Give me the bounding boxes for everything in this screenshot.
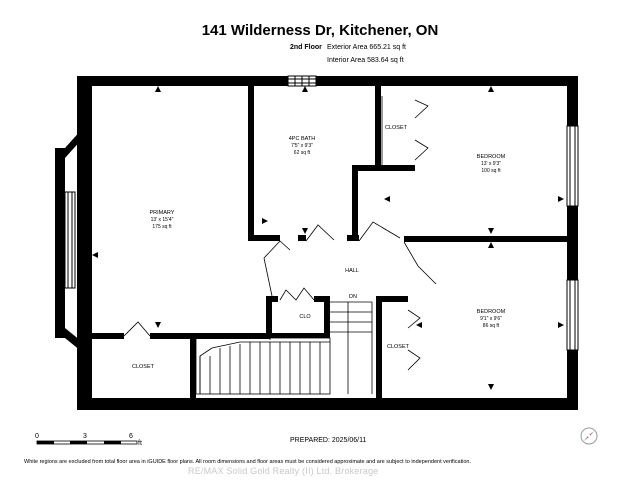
- bath-right-wall: [375, 86, 381, 170]
- door-closet-bottom-a: [407, 309, 421, 329]
- room-dims-bath: 7'5" x 9'3": [291, 143, 313, 149]
- room-name-bath: 4PC BATH: [289, 136, 316, 142]
- wall-left: [77, 76, 92, 410]
- floor-label: 2nd Floor: [290, 44, 322, 51]
- interior-area: Interior Area 583.64 sq ft: [327, 57, 404, 64]
- scale-unit: ft: [138, 440, 142, 447]
- clo-left-wall: [266, 296, 272, 338]
- scale-tick-3: 3: [83, 433, 87, 440]
- door-bed1: [358, 221, 401, 242]
- door-closet-top-a: [414, 99, 429, 119]
- stairs: [195, 301, 373, 395]
- wall-top: [77, 76, 577, 86]
- doors: [123, 96, 437, 371]
- scale-seg-3: [104, 441, 121, 444]
- bath-notch-wall: [352, 165, 381, 171]
- window-bedroom-1: [566, 125, 579, 207]
- dimension-markers: [92, 86, 564, 390]
- bath-bottom-wall-a: [248, 235, 280, 241]
- clo-right-wall: [324, 296, 330, 338]
- wall-bottom: [77, 398, 578, 410]
- primary-bottom-wall-a: [92, 333, 124, 339]
- room-name-bedroom-2: BEDROOM: [477, 309, 506, 315]
- bath-bottom-wall-b: [298, 235, 306, 241]
- closet-top-wall: [375, 165, 415, 171]
- closet-left-wall: [190, 333, 196, 403]
- room-area-bedroom-1: 100 sq ft: [481, 168, 501, 174]
- scale-seg-2: [70, 441, 87, 444]
- scale-seg-1: [37, 441, 54, 444]
- bedroom-divider-wall: [404, 236, 567, 242]
- room-labels: PRIMARY 13' x 15'4" 175 sq ft 4PC BATH 7…: [132, 125, 506, 370]
- room-area-primary: 175 sq ft: [152, 224, 172, 230]
- stair-label-dn: DN: [349, 294, 357, 300]
- disclaimer-note: White regions are excluded from total fl…: [24, 459, 471, 465]
- scale-tick-6: 6: [129, 433, 133, 440]
- wall-right: [567, 76, 578, 410]
- stair-box: [195, 337, 331, 395]
- walls: [55, 76, 578, 410]
- door-closet-top-b: [414, 139, 429, 161]
- page-title: 141 Wilderness Dr, Kitchener, ON: [201, 22, 439, 39]
- door-closet-bottom-b: [407, 349, 421, 371]
- prepared-date: PREPARED: 2025/06/11: [290, 437, 367, 444]
- room-name-clo: CLO: [299, 314, 311, 320]
- room-name-primary: PRIMARY: [150, 210, 175, 216]
- window-primary: [64, 191, 76, 289]
- exterior-area: Exterior Area 665.21 sq ft: [327, 44, 406, 51]
- door-closet-left: [123, 321, 151, 337]
- door-clo: [279, 287, 315, 301]
- room-dims-bedroom-1: 13' x 9'3": [481, 161, 501, 167]
- closet-bottom-top-wall: [376, 296, 408, 302]
- room-area-bath: 62 sq ft: [294, 150, 311, 156]
- clo-top-wall-a: [266, 296, 278, 302]
- door-hall-bath: [305, 224, 335, 242]
- room-name-closet-bottom: CLOSET: [387, 344, 410, 350]
- compass-icon: [580, 427, 598, 445]
- bath-divider-wall: [352, 165, 358, 240]
- room-name-closet-top: CLOSET: [385, 125, 408, 131]
- clo-top-wall-b: [314, 296, 330, 302]
- scale-tick-0: 0: [35, 433, 39, 440]
- room-dims-bedroom-2: 9'1" x 9'6": [480, 316, 502, 322]
- room-dims-primary: 13' x 15'4": [151, 217, 174, 223]
- stair-top-wall: [196, 333, 330, 338]
- room-name-bedroom-1: BEDROOM: [477, 154, 506, 160]
- room-area-bedroom-2: 86 sq ft: [483, 323, 500, 329]
- bay-diag-bottom: [55, 328, 92, 360]
- closet-bottom-left-wall: [376, 296, 382, 406]
- door-hall-left: [263, 257, 273, 297]
- door-bed2: [403, 241, 437, 285]
- window-bedroom-2: [566, 279, 579, 351]
- bay-diag-top: [55, 118, 92, 158]
- windows: [64, 75, 579, 351]
- brokerage-watermark: RE/MAX Solid Gold Realty (II) Ltd. Broke…: [188, 466, 379, 476]
- bay-wall: [55, 148, 65, 338]
- bath-left-wall: [248, 86, 254, 240]
- room-name-hall: HALL: [345, 268, 359, 274]
- scale-bar: 0 3 6 ft: [35, 433, 142, 447]
- door-bath: [263, 240, 291, 259]
- room-name-closet-left: CLOSET: [132, 364, 155, 370]
